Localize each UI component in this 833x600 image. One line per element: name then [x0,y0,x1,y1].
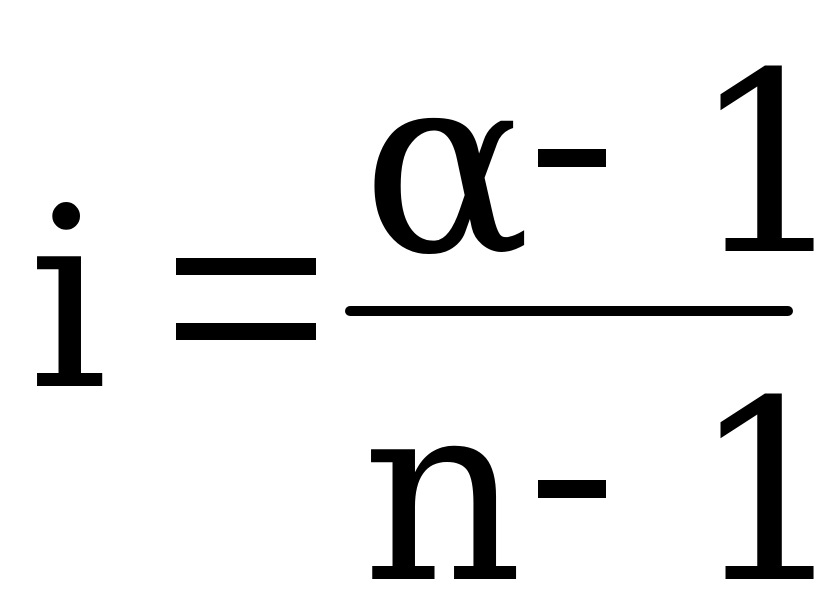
equals-bar-top [176,258,316,275]
fraction-bar [345,306,793,316]
numerator-variable: α [362,19,531,310]
denominator-constant: 1 [690,347,833,600]
numerator-constant: 1 [690,19,833,310]
denominator-variable: n [362,347,524,600]
numerator-minus [538,149,606,167]
equals-bar-bottom [176,323,316,340]
denominator-minus [538,480,606,498]
lhs-variable: i [28,154,108,445]
equals-sign [176,258,316,340]
